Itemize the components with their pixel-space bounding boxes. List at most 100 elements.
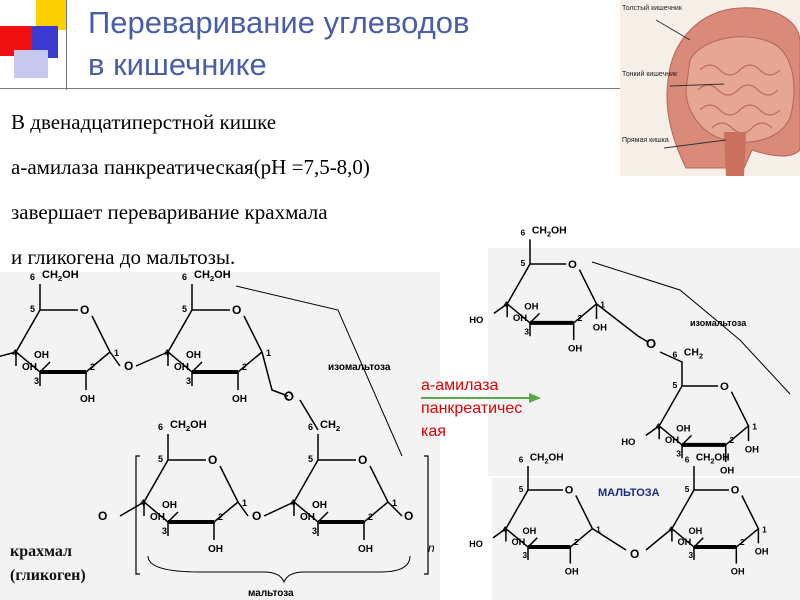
carbon-number: 6 — [182, 272, 187, 282]
maltose-product-label: МАЛЬТОЗА — [598, 487, 660, 499]
c6-bridge-label: CH2 — [684, 348, 703, 361]
carbon-number: 2 — [574, 538, 579, 547]
carbon-number: 1 — [762, 525, 767, 534]
maltose-panel-background — [492, 478, 800, 600]
starch-link-bond — [109, 351, 121, 367]
hydroxyl-label: OH — [688, 526, 702, 536]
hydroxyl-label: OH — [22, 362, 37, 373]
maltose-link — [645, 528, 673, 551]
hydroxyl-label: OH — [731, 567, 745, 577]
ring-oxygen: O — [232, 303, 241, 317]
substrate-label: крахмал (гликоген) — [10, 540, 86, 588]
ring-oxygen: O — [358, 453, 367, 467]
small-intestine-label: Тонкий кишечник — [622, 70, 678, 78]
body-line: а-амилаза панкреатическая(рН =7,5-8,0) — [11, 155, 370, 179]
carbon-number: 3 — [34, 376, 39, 386]
carbon-number: 2 — [578, 313, 583, 323]
hydroxyl-label: OH — [593, 323, 607, 334]
large-intestine-label: Толстый кишечник — [622, 4, 683, 12]
carbon-number: 1 — [752, 422, 757, 432]
carbon-number: 3 — [162, 526, 167, 536]
small-intestine-shape — [685, 36, 795, 143]
carbon-number: 1 — [266, 348, 271, 358]
ring-oxygen: O — [80, 303, 89, 317]
hydroxyl-label: OH — [565, 567, 579, 577]
carbon-number: 1 — [392, 498, 397, 508]
c3-up-bond — [693, 537, 704, 548]
carbon-number: 1 — [114, 348, 119, 358]
body-line: В двенадцатиперстной кишке — [11, 110, 277, 134]
ring-oxygen: O — [208, 453, 217, 467]
c4-ho-bond — [493, 303, 508, 315]
hydroxyl-label: OH — [568, 343, 582, 354]
glucose-ring: OCH2OH651234OHOHOHOH — [668, 453, 769, 577]
carbon-number: 3 — [524, 326, 529, 336]
enzyme-label-line: кая — [421, 423, 446, 440]
body-line: завершает переваривание крахмала — [11, 200, 328, 224]
c4-ho-bond — [492, 528, 507, 539]
carbon-number: 2 — [242, 362, 247, 372]
ring-oxygen: O — [731, 485, 740, 497]
hydroxyl-label: OH — [511, 537, 525, 547]
slide-title-line: Переваривание углеводов — [88, 5, 470, 40]
isomaltose-link — [659, 351, 683, 363]
rectum-shape — [724, 132, 746, 176]
carbon-number: 6 — [673, 350, 678, 360]
hydroxyl-label: OH — [174, 362, 189, 373]
slide-title: Переваривание углеводов в кишечнике — [88, 2, 470, 86]
glycosidic-oxygen: O — [252, 509, 261, 523]
glucose-ring: OCH2OH651234OHOHOHHOOH — [469, 226, 607, 355]
carbon-number: 6 — [308, 422, 313, 432]
starch-panel-background — [0, 272, 440, 600]
maltose-brace-label: мальтоза — [248, 588, 294, 599]
c3-up-bond — [529, 312, 541, 324]
carbon-number: 5 — [685, 485, 690, 494]
polymer-bracket-right — [424, 455, 429, 575]
hydroxyl-label: OH — [150, 512, 165, 523]
carbon-number: 6 — [519, 455, 524, 464]
substrate-label-line: (гликоген) — [10, 567, 86, 584]
hydroxyl-label: OH — [208, 544, 223, 555]
c6-group-label: CH2OH — [170, 419, 207, 433]
isomaltose-product-bracket — [591, 261, 791, 395]
ring-oxygen: O — [565, 485, 574, 497]
c6-group-label: CH2OH — [42, 269, 79, 283]
maltose-link — [591, 528, 627, 551]
c6-group-label: CH2OH — [532, 226, 567, 239]
carbon-number: 6 — [30, 272, 35, 282]
c3-up-bond — [681, 434, 693, 446]
isomaltose-bracket — [235, 285, 403, 457]
chain-end-bond — [387, 501, 403, 517]
hydroxyl-left-label: HO — [621, 437, 635, 448]
glucose-ring: OCH2OH651234OHOHOH — [12, 269, 119, 405]
glycosidic-oxygen: O — [98, 509, 107, 523]
c6-group-label: CH2OH — [696, 453, 730, 466]
carbon-number: 2 — [90, 362, 95, 372]
hydroxyl-label: OH — [720, 465, 734, 476]
title-divider — [0, 88, 620, 89]
substrate-label-line: крахмал — [10, 543, 73, 560]
carbon-number: 6 — [521, 228, 526, 238]
carbon-number: 5 — [673, 380, 678, 390]
ring-oxygen: O — [720, 381, 729, 393]
slide-title-line: в кишечнике — [88, 47, 267, 82]
starch-link-bond — [135, 351, 169, 367]
carbon-number: 2 — [730, 435, 735, 445]
carbon-number: 5 — [521, 258, 526, 268]
polymer-bracket-left — [135, 455, 140, 575]
glucose-ring: OCH2651234OHOHOHHOOH — [621, 348, 759, 477]
glycosidic-oxygen: O — [646, 336, 656, 351]
glucose-ring: OCH2OH651234OHOHOHHO — [469, 453, 601, 577]
hydroxyl-label: OH — [522, 526, 536, 536]
carbon-number: 1 — [596, 525, 601, 534]
chain-bond — [119, 501, 145, 517]
c6-group-label: CH2OH — [194, 269, 231, 283]
body-line: и гликогена до мальтозы. — [11, 245, 236, 269]
rectum-label: Прямая кишка — [622, 137, 669, 144]
carbon-number: 5 — [308, 454, 313, 464]
hydroxyl-label: OH — [80, 394, 95, 405]
c6-group-label: CH2OH — [530, 453, 564, 466]
carbon-number: 5 — [158, 454, 163, 464]
hydroxyl-label: OH — [232, 394, 247, 405]
